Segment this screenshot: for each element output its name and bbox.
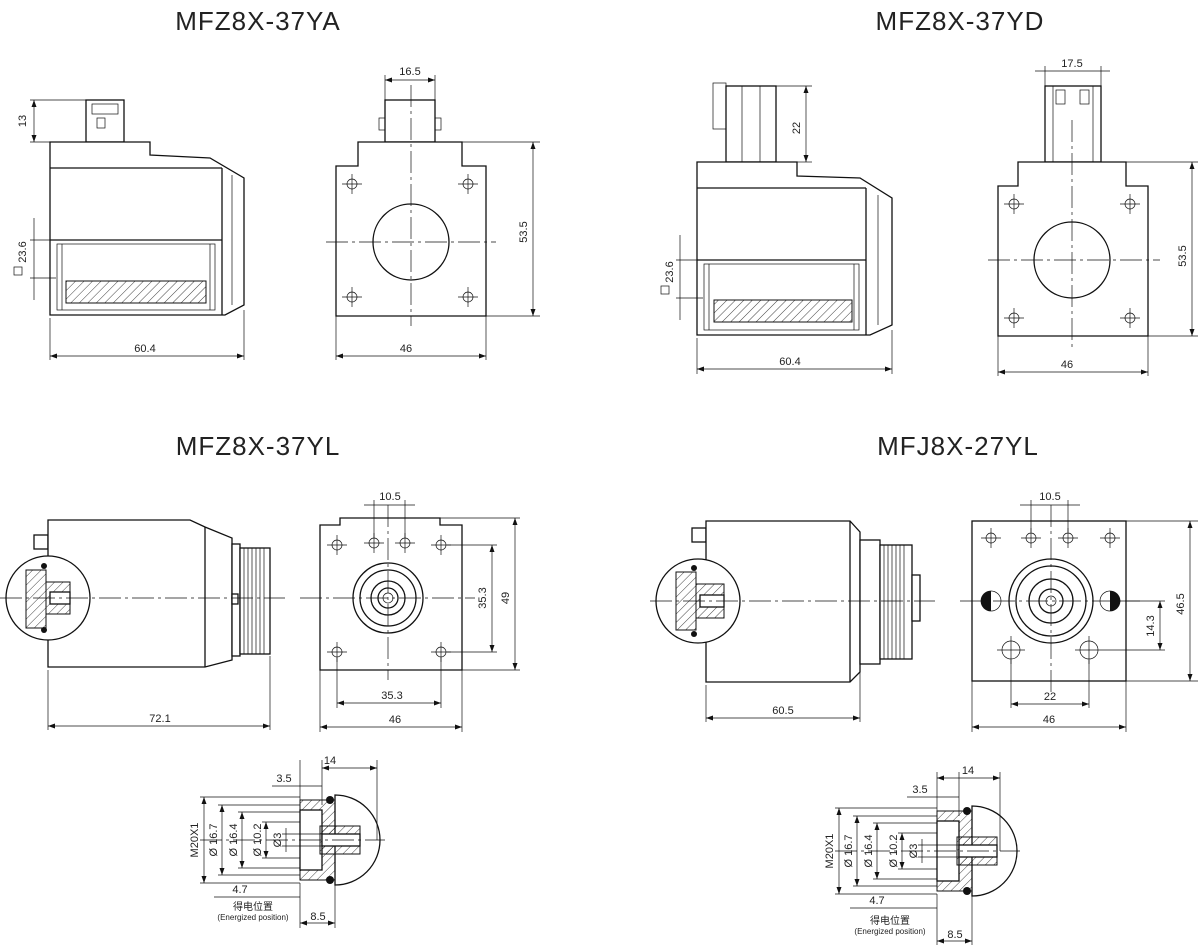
ya-height: 53.5 [518,221,530,242]
ya-front-view: 16.5 53.5 46 [326,66,540,360]
fj-hole-spacing-h: 22 [1044,691,1056,703]
yl-front-view: 10.5 35.3 49 35.3 46 [300,491,520,732]
yl-hole-spacing-v: 35.3 [477,587,489,608]
detail-left-label-cn: 得电位置 [233,900,273,913]
detail-right-bottom-b: 8.5 [947,929,962,941]
detail-right-bottom-a: 4.7 [869,895,884,907]
detail-left-d1: Ø 16.7 [208,823,220,856]
fj-front-view: 10.5 46.5 14.3 22 46 [960,491,1198,732]
detail-left-stroke: 3.5 [276,773,291,785]
detail-left-bottom-a: 4.7 [232,884,247,896]
detail-right-label-en: (Energized position) [854,927,925,936]
ya-side-view: 13 23.6 60.4 [13,99,245,360]
detail-left-thread: M20X1 [189,823,201,858]
detail-left-top: 14 [324,755,336,767]
fj-length: 60.5 [772,705,793,717]
yl-pin-spacing: 10.5 [379,491,400,503]
yd-height: 53.5 [1177,245,1189,266]
detail-left-label-en: (Energized position) [217,913,288,922]
yd-coil-square: 23.6 [664,261,676,282]
fj-pin-spacing: 10.5 [1039,491,1060,503]
fj-width: 46 [1043,714,1055,726]
yd-width: 46 [1061,359,1073,371]
ya-coil-square: 23.6 [17,241,29,262]
title-yd: MFZ8X-37YD [876,6,1045,36]
yd-plug-height: 22 [791,122,803,134]
detail-right-top: 14 [962,765,974,777]
detail-left: M20X1 Ø 16.7 Ø 16.4 Ø 10.2 Ø3 14 3.5 4.7… [189,755,385,928]
detail-left-d4: Ø3 [272,833,284,848]
detail-right-label-cn: 得电位置 [870,914,910,927]
fj-hole-offset: 14.3 [1145,615,1157,636]
detail-right-stroke: 3.5 [912,784,927,796]
detail-left-bottom-b: 8.5 [310,911,325,923]
ya-plug-height: 13 [17,115,29,127]
yl-hole-spacing-h: 35.3 [381,690,402,702]
yl-height: 49 [500,592,512,604]
title-ya: MFZ8X-37YA [175,6,341,36]
yd-length: 60.4 [779,356,800,368]
yd-terminal-width: 17.5 [1061,58,1082,70]
detail-right-thread: M20X1 [824,834,836,869]
detail-right: M20X1 Ø 16.7 Ø 16.4 Ø 10.2 Ø3 14 3.5 4.7… [824,765,1020,945]
detail-right-d1: Ø 16.7 [843,834,855,867]
fj-height: 46.5 [1175,593,1187,614]
title-fj: MFJ8X-27YL [877,431,1039,461]
yl-side-view: 72.1 [0,519,285,730]
yd-front-view: 17.5 53.5 46 [988,58,1198,376]
title-yl: MFZ8X-37YL [176,431,341,461]
ya-width: 46 [400,343,412,355]
ya-terminal-width: 16.5 [399,66,420,78]
ya-length: 60.4 [134,343,155,355]
yl-length: 72.1 [149,713,170,725]
detail-right-d2: Ø 16.4 [863,834,875,867]
detail-right-d4: Ø3 [908,844,920,859]
detail-left-d3: Ø 10.2 [252,823,264,856]
yl-width: 46 [389,714,401,726]
detail-left-d2: Ø 16.4 [228,823,240,856]
yd-side-view: 22 23.6 60.4 [660,82,893,374]
fj-side-view: 60.5 [650,520,935,722]
detail-right-d3: Ø 10.2 [888,834,900,867]
